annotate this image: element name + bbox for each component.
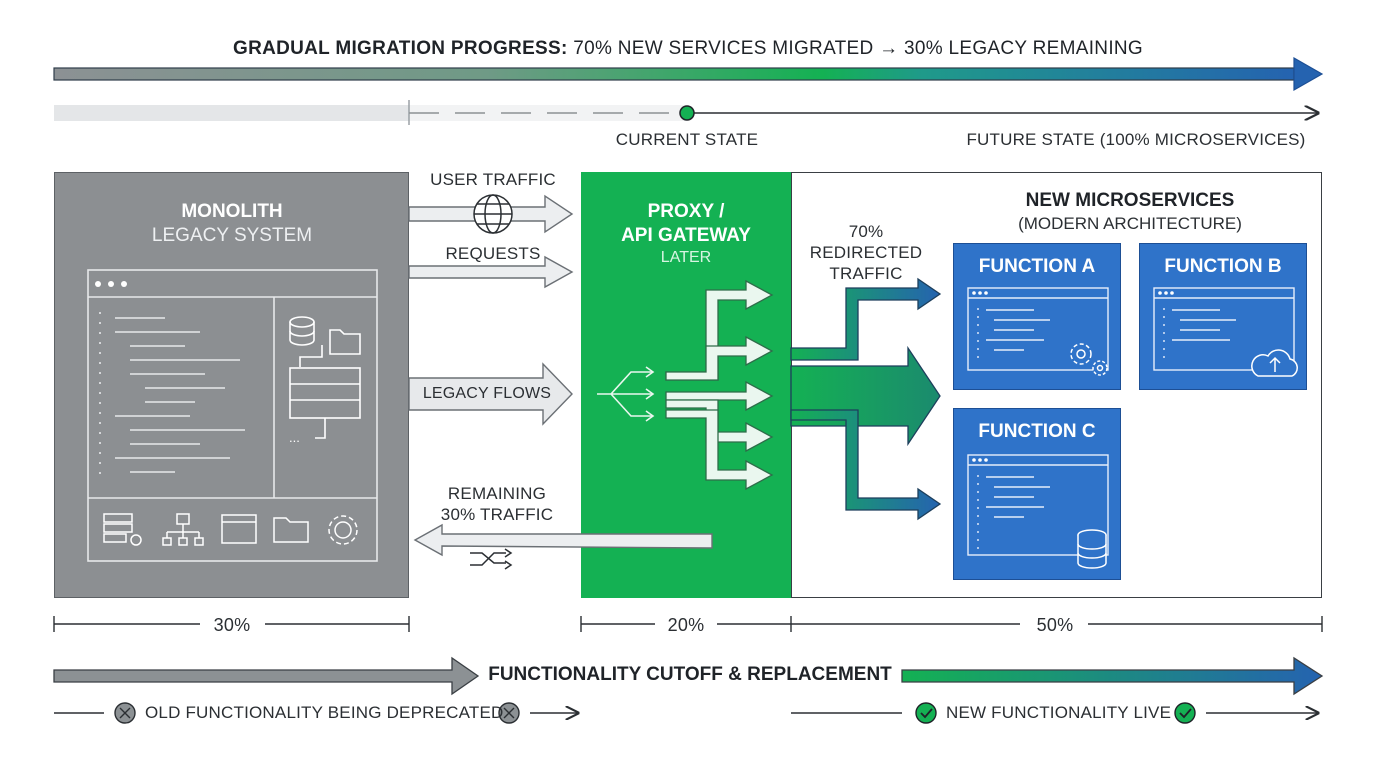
code-lines: [99, 312, 245, 480]
monolith-window: [87, 269, 378, 562]
cutoff-label: FUNCTIONALITY CUTOFF & REPLACEMENT: [488, 664, 892, 685]
redirect-label-line3: TRAFFIC: [829, 264, 903, 283]
migration-progress-arrow: [53, 56, 1324, 92]
db-folder-icons: [289, 316, 361, 439]
database-icon: [1077, 529, 1107, 569]
live-icon-left: [915, 702, 937, 724]
deprecated-icon-left: [114, 702, 136, 724]
function-c-title: FUNCTION C: [978, 421, 1096, 442]
gears-icon: [1070, 343, 1108, 376]
legacy-flows-arrow: [408, 362, 573, 426]
live-label: NEW FUNCTIONALITY LIVE: [946, 703, 1172, 722]
requests-arrow: [408, 255, 574, 289]
deprecated-label: OLD FUNCTIONALITY BEING DEPRECATED: [145, 703, 504, 722]
proxy-title-line2: API GATEWAY: [621, 225, 751, 246]
proxy-route-arrows: [665, 279, 774, 491]
globe-icon: [473, 194, 513, 234]
function-c-window: [967, 454, 1109, 569]
microservices-subtitle: (MODERN ARCHITECTURE): [1018, 214, 1242, 233]
remaining-label-line1: REMAINING: [447, 484, 547, 503]
migration-header: GRADUAL MIGRATION PROGRESS: 70% NEW SERV…: [0, 38, 1376, 60]
monolith-subtitle: LEGACY SYSTEM: [151, 225, 313, 246]
deprecated-icon-right: [498, 702, 520, 724]
redirect-label-line1: 70%: [848, 222, 884, 241]
state-timeline: [54, 100, 1318, 125]
microservices-share: 50%: [1036, 615, 1074, 635]
redirect-arrows: [790, 277, 942, 521]
monolith-toolbar-icons: [103, 513, 358, 546]
legacy-flows-label: LEGACY FLOWS: [422, 385, 552, 402]
function-a-card[interactable]: FUNCTION A: [953, 243, 1121, 390]
monolith-ellipsis: ...: [289, 430, 300, 445]
microservices-title: NEW MICROSERVICES: [1025, 190, 1235, 211]
live-icon-right: [1174, 702, 1196, 724]
header-title-bold: GRADUAL MIGRATION PROGRESS:: [233, 38, 568, 59]
proxy-subtitle: LATER: [660, 249, 712, 266]
header-title-rest: 70% NEW SERVICES MIGRATED → 30% LEGACY R…: [573, 38, 1143, 59]
remaining-traffic-arrow: [413, 523, 713, 557]
current-state-label: CURRENT STATE: [615, 130, 759, 149]
split-icon: [597, 366, 655, 422]
function-b-card[interactable]: FUNCTION B: [1139, 243, 1307, 390]
proportion-scales: [53, 616, 1323, 632]
future-state-label: FUTURE STATE (100% MICROSERVICES): [966, 130, 1306, 149]
current-state-marker: [679, 105, 695, 121]
monolith-title: MONOLITH: [181, 201, 283, 222]
window-dots: [95, 281, 127, 287]
function-a-title: FUNCTION A: [978, 256, 1096, 277]
requests-label: REQUESTS: [445, 244, 541, 263]
function-c-card[interactable]: FUNCTION C: [953, 408, 1121, 580]
shuffle-icon: [470, 548, 513, 570]
proxy-share: 20%: [667, 615, 705, 635]
monolith-share: 30%: [213, 615, 251, 635]
redirect-label-line2: REDIRECTED: [809, 243, 923, 262]
remaining-label-line2: 30% TRAFFIC: [440, 505, 554, 524]
proxy-title-line1: PROXY /: [647, 201, 725, 222]
function-b-title: FUNCTION B: [1164, 256, 1282, 277]
cutoff-arrows: [53, 656, 1324, 696]
function-b-window: [1153, 287, 1298, 377]
user-traffic-label: USER TRAFFIC: [430, 170, 556, 189]
cloud-upload-icon: [1251, 349, 1298, 377]
function-a-window: [967, 287, 1109, 376]
